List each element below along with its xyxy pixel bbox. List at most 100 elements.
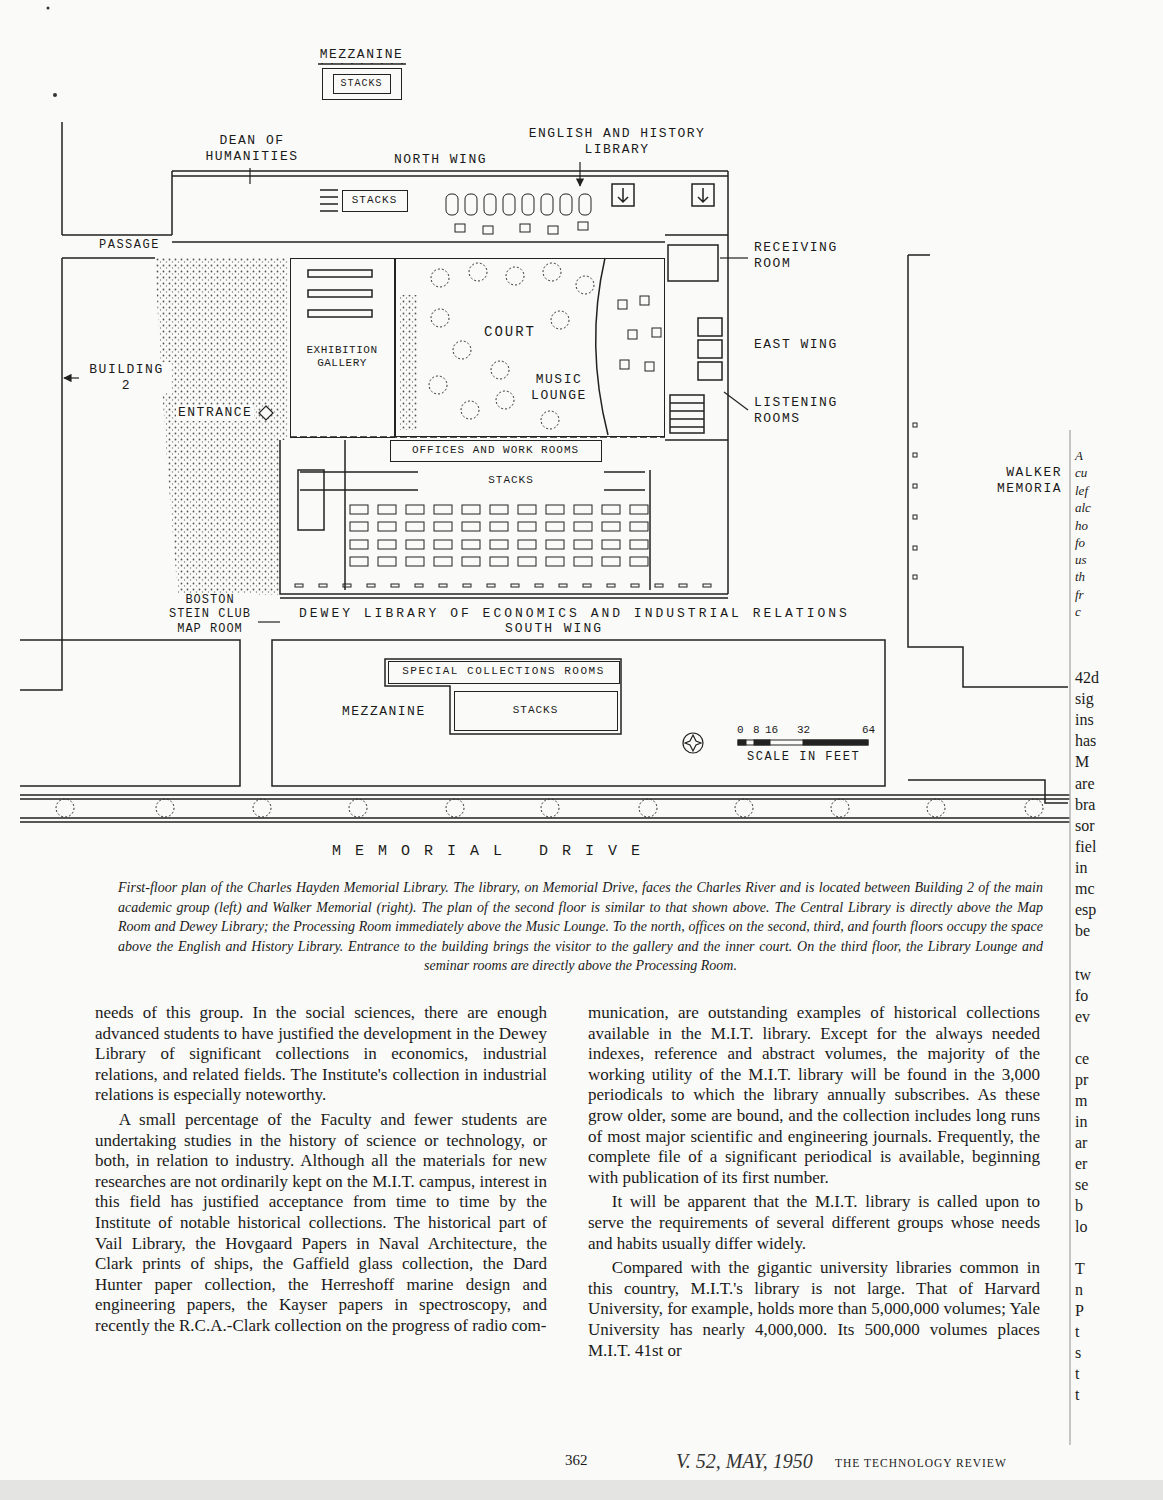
scale-title: SCALE IN FEET [745,750,862,764]
scale-number: 16 [763,724,780,737]
wall [596,258,608,435]
window [295,584,303,587]
wall [698,318,722,336]
column-mark [913,546,917,550]
reading-table [462,557,480,566]
lounge-chair [640,296,649,305]
lounge-chair [645,362,654,371]
lounge-chair [620,360,629,369]
room-label: STACKS [511,704,561,717]
next-page-fragment: ce [1075,1050,1089,1068]
reading-table [490,522,508,531]
body-paragraph: A small percentage of the Faculty and fe… [95,1110,547,1337]
lounge-chair [618,300,627,309]
reading-table [350,522,368,531]
next-page-fragment: ar [1075,1134,1087,1152]
next-page-fragment: sig [1075,690,1094,708]
room-box: EXHIBITION GALLERY [290,258,395,438]
next-page-fragment: M [1075,753,1089,771]
carrel [446,194,458,215]
wall [20,122,62,690]
window [343,584,351,587]
next-page-fragment: pr [1075,1071,1088,1089]
scale-number: 0 [735,724,746,737]
stacks-box: STACKS [342,190,408,212]
reading-table [462,505,480,514]
reading-table [378,540,396,549]
scale-bar [754,740,770,745]
carrel [484,194,496,215]
carrel [503,194,515,215]
next-page-fragment: mc [1075,880,1095,898]
scale-bar [803,740,868,745]
reading-table [490,505,508,514]
wall [665,235,728,440]
tree [831,799,849,817]
body-paragraph: It will be apparent that the M.I.T. libr… [588,1192,1040,1254]
next-page-fragment: t [1075,1386,1079,1404]
next-page-fragment: fo [1075,535,1085,551]
room-label: BOSTON STEIN CLUB MAP ROOM [163,593,257,636]
carrel [579,194,591,215]
column-mark [913,515,917,519]
next-page-fragment: 42d [1075,669,1099,687]
tree [491,361,509,379]
room-label: LISTENING ROOMS [752,395,856,426]
column-mark [913,484,917,488]
column-mark [913,453,917,457]
speckled-paving [155,258,418,595]
reading-table [434,505,452,514]
entrance-marker [259,406,273,420]
reading-table [406,540,424,549]
tree [469,263,487,281]
reading-table [378,557,396,566]
leader-line [258,621,280,622]
leader-line [720,257,748,258]
reading-table [548,226,558,234]
stacks-box: STACKS [333,74,391,94]
tree [496,391,514,409]
scan-marks [47,7,50,10]
tree [735,799,753,817]
next-page-fragment: fo [1075,987,1088,1005]
tree [253,799,271,817]
reading-table [350,540,368,549]
wall [308,290,372,297]
next-page-fragment: th [1075,569,1085,585]
next-page-fragment: t [1075,1365,1079,1383]
wing-label: EAST WING [752,337,840,353]
next-page-fragment: A [1075,448,1083,464]
wall [280,440,728,598]
reading-table [518,505,536,514]
building-outline: WALKER MEMORIA [905,255,1068,785]
wall [308,310,372,317]
wall [670,395,704,433]
room-label: STACKS [486,474,536,487]
lounge-chair [628,330,637,339]
reading-table [602,540,620,549]
tree [431,309,449,327]
wall [272,640,885,786]
tree [927,799,945,817]
next-page-fragment: are [1075,775,1095,793]
scan-marks [47,7,58,98]
scale-bar [738,740,746,745]
next-page-fragment: fiel [1075,838,1096,856]
tree [543,263,561,281]
room-label: DEWEY LIBRARY OF ECONOMICS AND INDUSTRIA… [297,606,852,622]
wall [298,470,324,530]
next-page-fragment: er [1075,1155,1087,1173]
window [607,584,615,587]
reading-table [455,224,465,232]
tree [453,341,471,359]
room-label: EXHIBITION GALLERY [295,344,389,370]
reading-table [546,557,564,566]
next-page-fragment: bra [1075,796,1095,814]
leader-line [64,377,79,378]
tree [349,799,367,817]
next-page-fragment: sor [1075,817,1095,835]
reading-table [406,557,424,566]
scale-bar [738,740,868,745]
reading-table [630,557,648,566]
wall [698,362,722,380]
